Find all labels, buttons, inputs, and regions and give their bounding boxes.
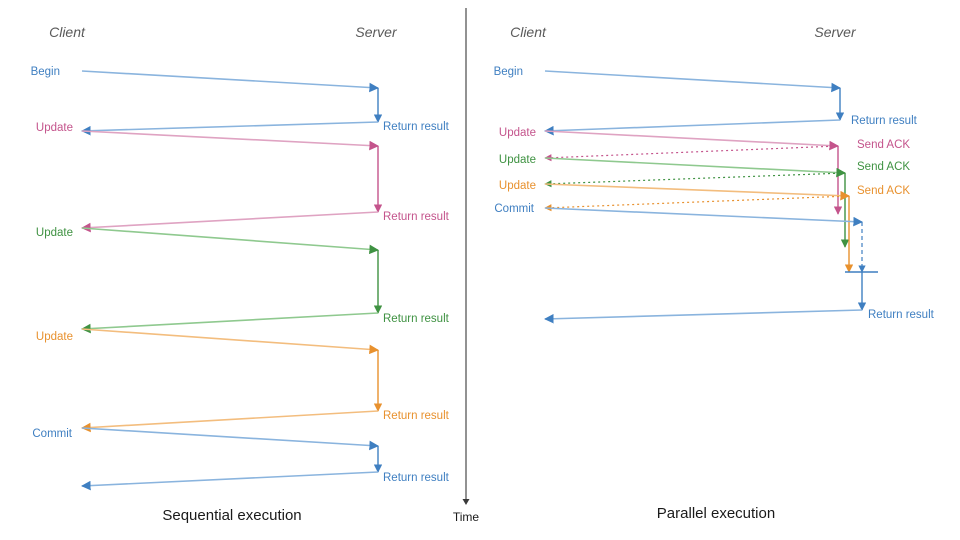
message-line-begin-return-result	[81, 121, 379, 136]
message-line-begin-return-result	[544, 119, 841, 136]
lane-title-client: Client	[510, 24, 547, 40]
message-update2-request: Update	[499, 154, 846, 178]
message-label-update1-request: Update	[499, 127, 536, 139]
message-label-update3-send-ack: Send ACK	[857, 185, 910, 197]
message-label-update2-send-ack: Send ACK	[857, 161, 910, 173]
time-axis-layer: Time	[453, 8, 480, 524]
message-update3-send-ack: Send ACK	[544, 185, 910, 212]
message-update2-send-ack: Send ACK	[544, 161, 910, 188]
message-line-update2-send-ack	[544, 172, 846, 188]
message-update3-request: Update	[36, 328, 379, 355]
message-line-commit-return-result	[81, 471, 379, 491]
message-line-commit-request	[81, 427, 379, 451]
message-label-commit-request: Commit	[32, 428, 72, 440]
message-line-update2-request	[544, 157, 846, 178]
message-line-update1-request	[544, 130, 839, 151]
lane-title-server: Server	[814, 24, 857, 40]
message-line-update3-request	[544, 183, 850, 201]
message-commit-request: Commit	[32, 427, 379, 451]
lane-title-server: Server	[355, 24, 398, 40]
message-line-update3-send-ack	[544, 195, 850, 212]
time-axis-label: Time	[453, 510, 480, 524]
message-label-update2-request: Update	[499, 154, 536, 166]
message-label-update1-send-ack: Send ACK	[857, 139, 910, 151]
message-update3-return-result: Return result	[81, 410, 450, 433]
message-commit-return-result: Return result	[544, 309, 935, 324]
message-commit-request: Commit	[494, 203, 863, 227]
message-update2-request: Update	[36, 227, 379, 255]
message-label-begin-request: Begin	[494, 66, 523, 78]
message-label-update1-request: Update	[36, 122, 73, 134]
panel-caption-sequential: Sequential execution	[162, 507, 301, 524]
message-line-update1-request	[81, 130, 379, 151]
message-label-begin-return-result: Return result	[383, 121, 450, 133]
time-axis-arrowhead	[462, 499, 470, 505]
message-line-update1-return-result	[81, 211, 379, 233]
message-label-commit-return-result: Return result	[383, 472, 450, 484]
message-begin-return-result: Return result	[81, 121, 450, 136]
message-label-commit-return-result: Return result	[868, 309, 935, 321]
message-label-update3-request: Update	[36, 331, 73, 343]
message-begin-return-result: Return result	[544, 115, 918, 136]
message-update1-request: Update	[36, 122, 379, 151]
message-label-update2-request: Update	[36, 227, 73, 239]
message-line-update2-request	[81, 227, 379, 255]
message-line-commit-request	[544, 207, 863, 227]
message-update1-return-result: Return result	[81, 211, 450, 233]
message-update3-request: Update	[499, 180, 850, 201]
message-label-update2-return-result: Return result	[383, 313, 450, 325]
lane-title-client: Client	[49, 24, 86, 40]
message-label-update1-return-result: Return result	[383, 211, 450, 223]
message-line-update1-send-ack	[544, 145, 839, 162]
message-line-update3-request	[81, 328, 379, 355]
message-begin-request: Begin	[31, 66, 379, 93]
message-label-begin-return-result: Return result	[851, 115, 918, 127]
message-line-begin-request	[81, 70, 379, 93]
message-line-begin-request	[544, 70, 841, 93]
panel-caption-parallel: Parallel execution	[657, 505, 775, 522]
message-update1-request: Update	[499, 127, 839, 151]
message-begin-request: Begin	[494, 66, 841, 93]
message-label-begin-request: Begin	[31, 66, 60, 78]
message-update1-send-ack: Send ACK	[544, 139, 910, 162]
message-line-update3-return-result	[81, 410, 379, 433]
message-label-update3-request: Update	[499, 180, 536, 192]
message-label-commit-request: Commit	[494, 203, 534, 215]
message-line-update2-return-result	[81, 312, 379, 334]
message-label-update3-return-result: Return result	[383, 410, 450, 422]
message-line-commit-return-result	[544, 309, 863, 324]
message-update2-return-result: Return result	[81, 312, 450, 334]
message-commit-return-result: Return result	[81, 471, 450, 491]
